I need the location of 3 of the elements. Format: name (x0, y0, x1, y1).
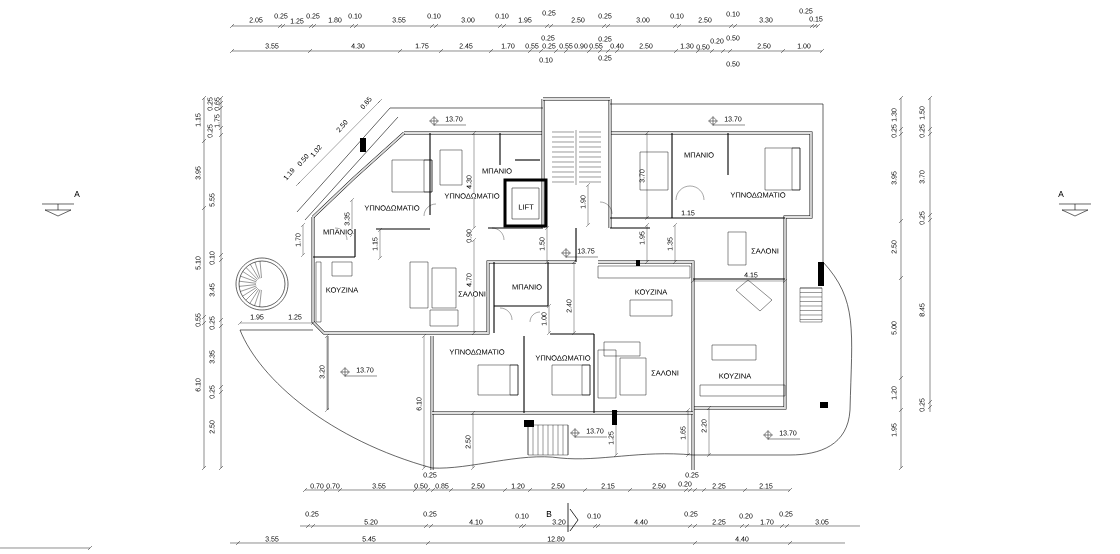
section-letter: A (1058, 191, 1064, 197)
section-letter: B (546, 511, 552, 517)
section-letter: A (74, 191, 80, 197)
